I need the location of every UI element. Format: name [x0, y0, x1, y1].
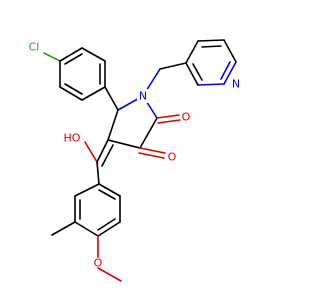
molecule-structure: Cl N N O O HO O	[29, 39, 242, 282]
bond-c2-o-double	[157, 119, 181, 124]
bond-ring-double-3	[64, 53, 83, 65]
atom-o-methoxy: O	[94, 257, 103, 270]
pyridine-ring	[185, 39, 237, 86]
bond-c3-c4	[107, 139, 141, 149]
bond-c5-aryl	[104, 86, 119, 111]
bond-py-d	[223, 61, 237, 85]
bond-ring-b	[59, 86, 83, 101]
bond-c5-c4	[107, 109, 119, 141]
bond-exo-oh	[84, 141, 98, 163]
bond-ch2-pyridyl	[159, 62, 187, 70]
bond-cl-c	[43, 52, 61, 62]
bond-methyl	[51, 221, 76, 236]
atom-o-hydroxy: HO	[64, 132, 81, 145]
bond-py-double-2	[220, 61, 231, 80]
atom-n-pyridine: N	[232, 78, 240, 91]
bond-py-b	[197, 39, 225, 42]
bond-py-double-1	[201, 45, 222, 48]
bond-ar-double-3	[98, 189, 116, 200]
bond-c2-o	[156, 114, 180, 119]
bond-ring-e	[81, 47, 106, 62]
bond-ar-d	[97, 221, 121, 237]
bond-ar-double-2	[97, 218, 116, 231]
bond-c3-o	[139, 147, 166, 154]
bond-exo-aryl	[96, 161, 100, 185]
bond-py-f	[185, 62, 199, 86]
bond-ring-c	[81, 86, 106, 101]
atom-n1: N	[139, 90, 147, 103]
methoxy-methylphenyl-ring	[74, 183, 121, 237]
atom-o-c2: O	[182, 111, 191, 124]
bond-ome-ch3	[97, 267, 122, 282]
bond-c4-exo-double	[101, 144, 114, 167]
bond-c2-c3	[139, 117, 158, 149]
atom-n1-bg	[137, 89, 149, 103]
atom-o-c3: O	[168, 151, 177, 164]
bond-ar-c	[74, 221, 99, 237]
chlorophenyl-ring	[43, 47, 106, 101]
bond-ring-f	[59, 47, 83, 62]
bond-ring-double-1	[64, 83, 83, 95]
bond-py-a	[185, 40, 199, 64]
bond-c4-exo	[96, 139, 109, 163]
bond-ar-f	[98, 183, 121, 197]
bond-c3-o-double	[138, 152, 165, 159]
bond-py-e	[197, 83, 225, 86]
atom-n-py-bg	[230, 77, 242, 91]
bond-py-c	[223, 39, 237, 63]
atom-cl: Cl	[29, 41, 40, 54]
bond-py-double-3	[192, 63, 203, 81]
bond-ar-a	[74, 183, 100, 197]
